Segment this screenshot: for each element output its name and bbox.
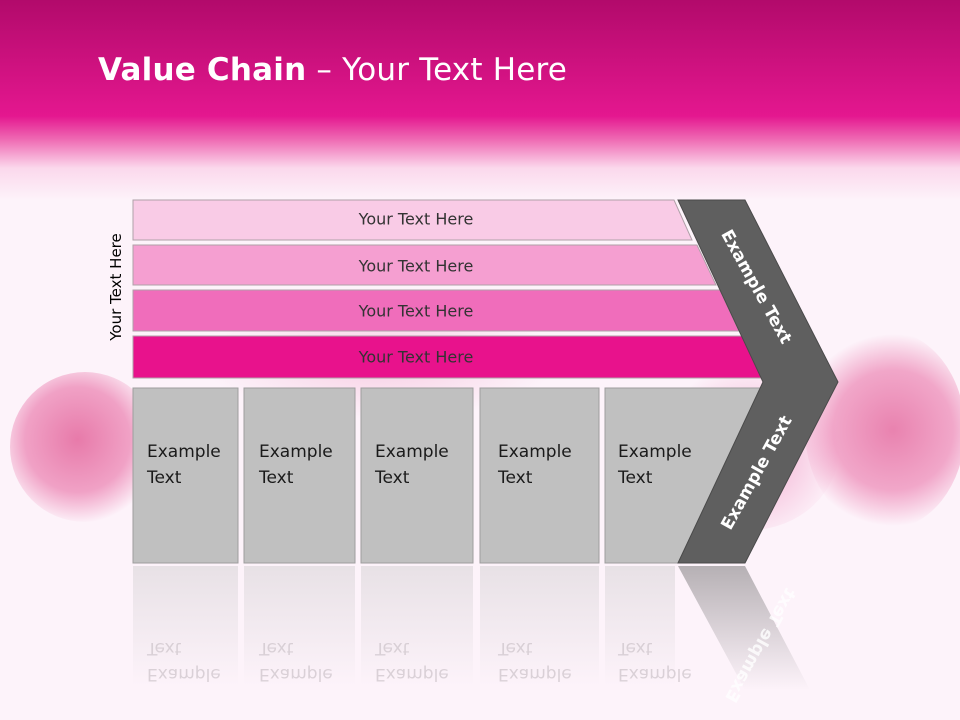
box-1-reflection-line1: Example <box>147 664 221 684</box>
box-3-reflection-line1: Example <box>375 664 449 684</box>
box-1 <box>132 387 239 564</box>
box-4-reflection-line2: Text <box>498 638 533 658</box>
box-2-line2: Text <box>259 468 294 488</box>
box-2 <box>243 387 356 564</box>
box-4-reflection: Example Text <box>498 635 598 687</box>
box-5-reflection: Example Text <box>618 635 718 687</box>
box-2-reflection-line1: Example <box>259 664 333 684</box>
bar-2 <box>132 244 717 286</box>
chevron <box>677 199 839 564</box>
box-1-line2: Text <box>147 468 182 488</box>
title-bold: Value Chain <box>98 52 307 88</box>
box-2-reflection: Example Text <box>259 635 359 687</box>
title-rest: – Your Text Here <box>306 52 568 88</box>
box-5-line2: Text <box>618 468 653 488</box>
bar-3-label: Your Text Here <box>358 301 474 321</box>
box-2-reflection-line2: Text <box>259 638 294 658</box>
box-1-reflection-line2: Text <box>147 638 182 658</box>
page-title: Value Chain – Your Text Here <box>98 52 567 88</box>
box-2-line1: Example <box>259 442 333 462</box>
box-5-line1: Example <box>618 442 692 462</box>
box-4-line1: Example <box>498 442 572 462</box>
box-1-reflection: Example Text <box>147 635 247 687</box>
header-band <box>0 0 960 200</box>
box-3 <box>360 387 474 564</box>
box-5-reflection-line2: Text <box>618 638 653 658</box>
box-4-line2: Text <box>498 468 533 488</box>
bar-4-label: Your Text Here <box>358 347 474 367</box>
box-4-reflection-line1: Example <box>498 664 572 684</box>
box-1-line1: Example <box>147 442 221 462</box>
bar-2-label: Your Text Here <box>358 256 474 276</box>
box-3-reflection-line2: Text <box>375 638 410 658</box>
box-3-line1: Example <box>375 442 449 462</box>
box-5-reflection-line1: Example <box>618 664 692 684</box>
bar-1 <box>132 199 693 241</box>
box-4 <box>479 387 600 564</box>
box-3-reflection: Example Text <box>375 635 475 687</box>
bar-1-label: Your Text Here <box>358 209 474 229</box>
box-3-line2: Text <box>375 468 410 488</box>
reflection <box>133 566 810 690</box>
